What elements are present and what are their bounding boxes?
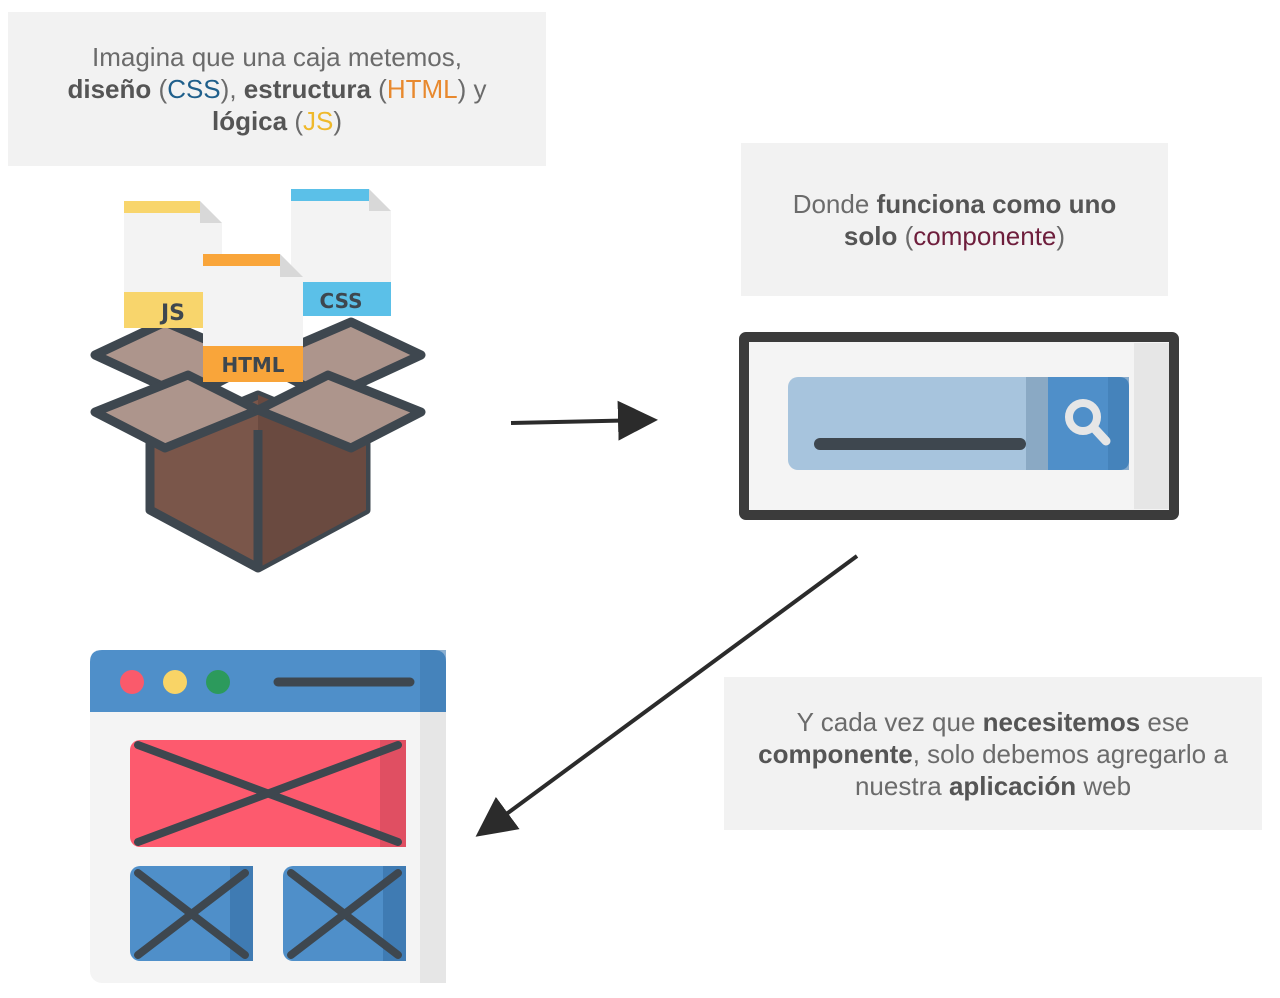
paren: ), xyxy=(220,74,237,104)
note-component-text: Donde funciona como uno solo (componente… xyxy=(771,188,1138,252)
note-component: Donde funciona como uno solo (componente… xyxy=(741,143,1168,296)
search-icon xyxy=(1065,399,1111,446)
word-necesitemos: necesitemos xyxy=(982,706,1141,737)
word-funciona: funciona como uno solo xyxy=(843,188,1117,251)
note-box-text: Imagina que una caja metemos, diseño (CS… xyxy=(67,41,486,137)
word-diseno: diseño xyxy=(67,74,152,104)
note-app-text: Y cada vez que necesitemos ese component… xyxy=(744,706,1242,802)
word-estructura: estructura xyxy=(243,74,371,104)
paren: ) y xyxy=(457,74,487,104)
word-componente-bold: componente xyxy=(758,738,913,769)
note-text: ese xyxy=(1147,706,1190,737)
note-text: web xyxy=(1083,770,1132,801)
css-file-label: CSS xyxy=(320,289,363,313)
paren: ( xyxy=(378,74,387,104)
paren: ) xyxy=(333,106,343,136)
arrow-down-left xyxy=(475,554,859,837)
placeholder-block-blue-right xyxy=(283,866,406,961)
note-text: Imagina que una caja metemos, xyxy=(92,42,462,72)
paren: ( xyxy=(158,74,168,104)
note-text: , solo debemos agregarlo a nuestra xyxy=(854,738,1228,801)
note-box-contents: Imagina que una caja metemos, diseño (CS… xyxy=(8,12,546,166)
paren: ) xyxy=(1056,220,1066,251)
arrow-right xyxy=(510,400,658,441)
word-css: CSS xyxy=(167,74,221,104)
paren: ( xyxy=(294,106,304,136)
html-file-icon: HTML xyxy=(203,254,303,382)
search-component-icon xyxy=(739,332,1179,520)
js-file-icon: JS xyxy=(124,201,222,328)
paren: ( xyxy=(904,220,914,251)
note-text: Y cada vez que xyxy=(796,706,976,737)
placeholder-block-blue-left xyxy=(130,866,253,961)
word-js: JS xyxy=(303,106,334,136)
html-file-label: HTML xyxy=(221,353,284,377)
js-file-label: JS xyxy=(159,301,185,326)
box-icon xyxy=(90,317,426,573)
word-componente: componente xyxy=(913,220,1057,251)
word-logica: lógica xyxy=(211,106,288,136)
word-html: HTML xyxy=(386,74,458,104)
css-file-icon: CSS xyxy=(291,189,391,316)
placeholder-block-red xyxy=(130,740,406,847)
browser-window-icon xyxy=(90,650,446,983)
note-text: Donde xyxy=(792,188,870,219)
note-app: Y cada vez que necesitemos ese component… xyxy=(724,677,1262,830)
word-aplicacion: aplicación xyxy=(948,770,1077,801)
